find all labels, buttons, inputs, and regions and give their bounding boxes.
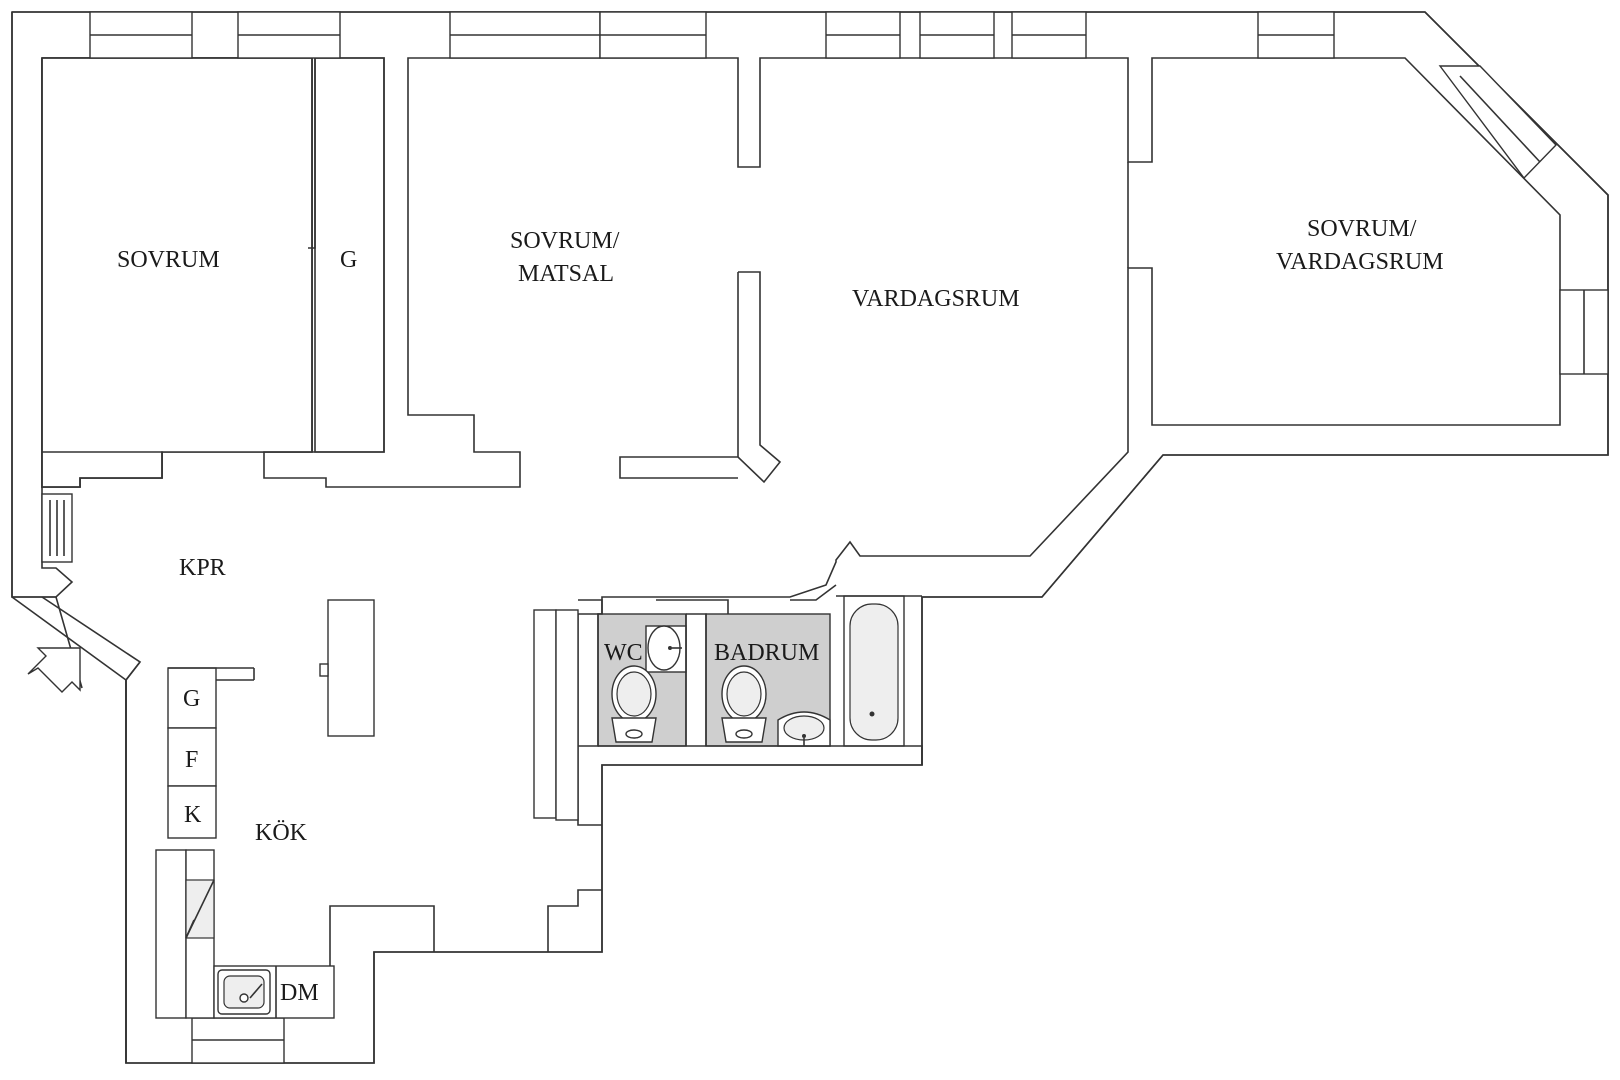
bedroom-dining-label-1: SOVRUM/: [510, 228, 620, 254]
toilet-icon: [721, 665, 767, 743]
wc-room: WC: [597, 613, 687, 747]
fridge-label: K: [184, 802, 202, 828]
bedroom-dining-label-2: MATSAL: [518, 261, 614, 287]
bedroom-left-label: SOVRUM: [117, 247, 220, 273]
entrance-arrow-icon: [27, 647, 81, 693]
kitchen-sink-icon: [217, 969, 271, 1015]
room-labels: SOVRUM G SOVRUM/ MATSAL VARDAGSRUM SOVRU…: [117, 216, 1444, 846]
dishwasher-label: DM: [280, 980, 319, 1006]
stove-icon: [185, 879, 215, 939]
bathroom-walls: [578, 584, 923, 765]
freezer-label: F: [185, 747, 198, 773]
bathtub-icon: [843, 595, 905, 747]
bathroom-room: BADRUM: [705, 595, 905, 747]
kitchen-area: G F K DM: [155, 599, 602, 1019]
hallway-label: KPR: [179, 555, 226, 581]
radiator-icon: [41, 493, 73, 563]
bedroom-living-label-1: SOVRUM/: [1307, 216, 1417, 242]
closet-top-label: G: [340, 247, 357, 273]
toilet-icon: [611, 665, 657, 743]
wc-label: WC: [604, 640, 643, 666]
sink-icon: [777, 711, 831, 747]
kitchen-label: KÖK: [255, 820, 308, 846]
living-room-label: VARDAGSRUM: [852, 286, 1020, 312]
windows: [89, 11, 1609, 1064]
bedroom-living-label-2: VARDAGSRUM: [1276, 249, 1444, 275]
kitchen-closet-label: G: [183, 686, 200, 712]
bathroom-label: BADRUM: [714, 640, 819, 666]
